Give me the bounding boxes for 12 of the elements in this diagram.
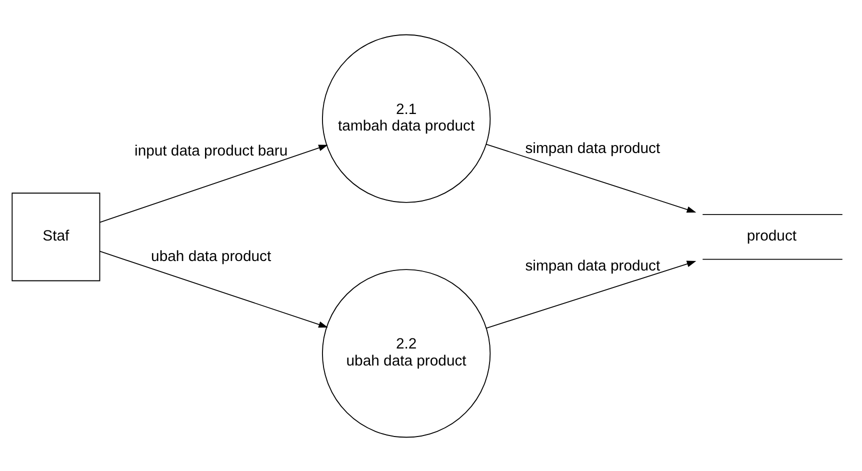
edge-label: input data product baru: [134, 143, 288, 160]
edge-label: ubah data product: [151, 248, 272, 264]
arrow: [100, 250, 328, 328]
node-circle: 2.1 tambah data product: [322, 34, 491, 202]
node-text: product: [746, 228, 797, 244]
arrow: [100, 144, 328, 222]
arrow: [486, 143, 696, 212]
node-circle: 2.2 ubah data product: [322, 268, 491, 438]
edge-label: simpan data product: [525, 258, 660, 274]
arrow: [486, 260, 696, 328]
edge-label: simpan data product: [525, 140, 660, 156]
node-box: Staf: [12, 192, 100, 281]
